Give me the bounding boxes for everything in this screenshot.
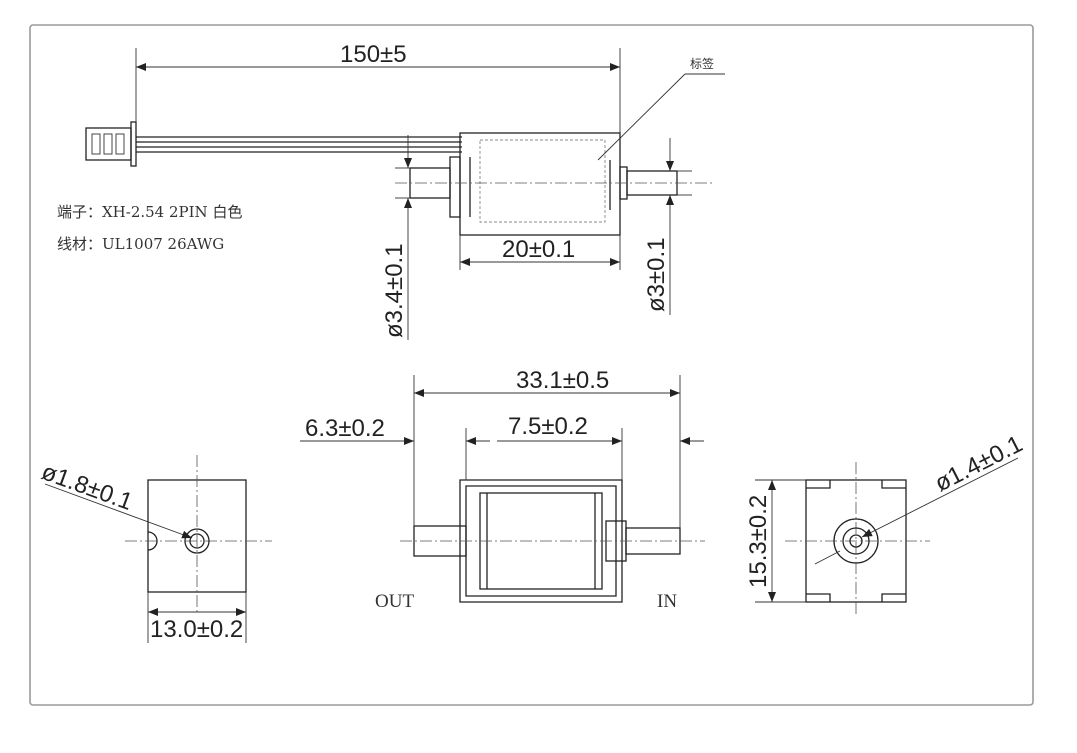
bracket bbox=[459, 479, 623, 603]
top-view: 150±5 标签 20±0.1 ø3.4±0.1 ø3±0.1 bbox=[85, 41, 725, 340]
dim-left-hole-dia: ø1.8±0.1 bbox=[38, 458, 136, 516]
front-view: 33.1±0.5 6.3±0.2 7.5±0.2 OUT IN bbox=[300, 367, 705, 612]
right-end-view: ø1.4±0.1 15.3±0.2 bbox=[745, 430, 1027, 617]
dim-in-nozzle: 7.5±0.2 bbox=[508, 413, 588, 440]
label-tag: 标签 bbox=[690, 56, 714, 71]
dim-inlet-dia: ø3±0.1 bbox=[643, 237, 670, 312]
out-label: OUT bbox=[375, 591, 414, 612]
outlet-port-circle bbox=[184, 528, 210, 554]
label-area bbox=[479, 139, 606, 223]
dim-height: 15.3±0.2 bbox=[745, 495, 772, 588]
dim-body-length: 20±0.1 bbox=[502, 236, 575, 263]
dim-right-hole-dia: ø1.4±0.1 bbox=[930, 430, 1027, 497]
dim-outlet-dia: ø3.4±0.1 bbox=[381, 243, 408, 338]
dim-width: 13.0±0.2 bbox=[150, 616, 243, 643]
dim-cable-length: 150±5 bbox=[340, 41, 407, 68]
wire-note: 线材：UL1007 26AWG bbox=[57, 235, 224, 253]
drawing-frame bbox=[29, 24, 1034, 706]
dim-out-nozzle: 6.3±0.2 bbox=[305, 415, 385, 442]
inlet-port-circle bbox=[833, 518, 879, 564]
dim-total-length: 33.1±0.5 bbox=[516, 367, 609, 394]
valve-body-top bbox=[459, 132, 621, 236]
terminal-note: 端子：XH-2.54 2PIN 白色 bbox=[57, 203, 242, 221]
in-label: IN bbox=[657, 591, 677, 612]
left-end-view: ø1.8±0.1 13.0±0.2 bbox=[38, 455, 272, 643]
